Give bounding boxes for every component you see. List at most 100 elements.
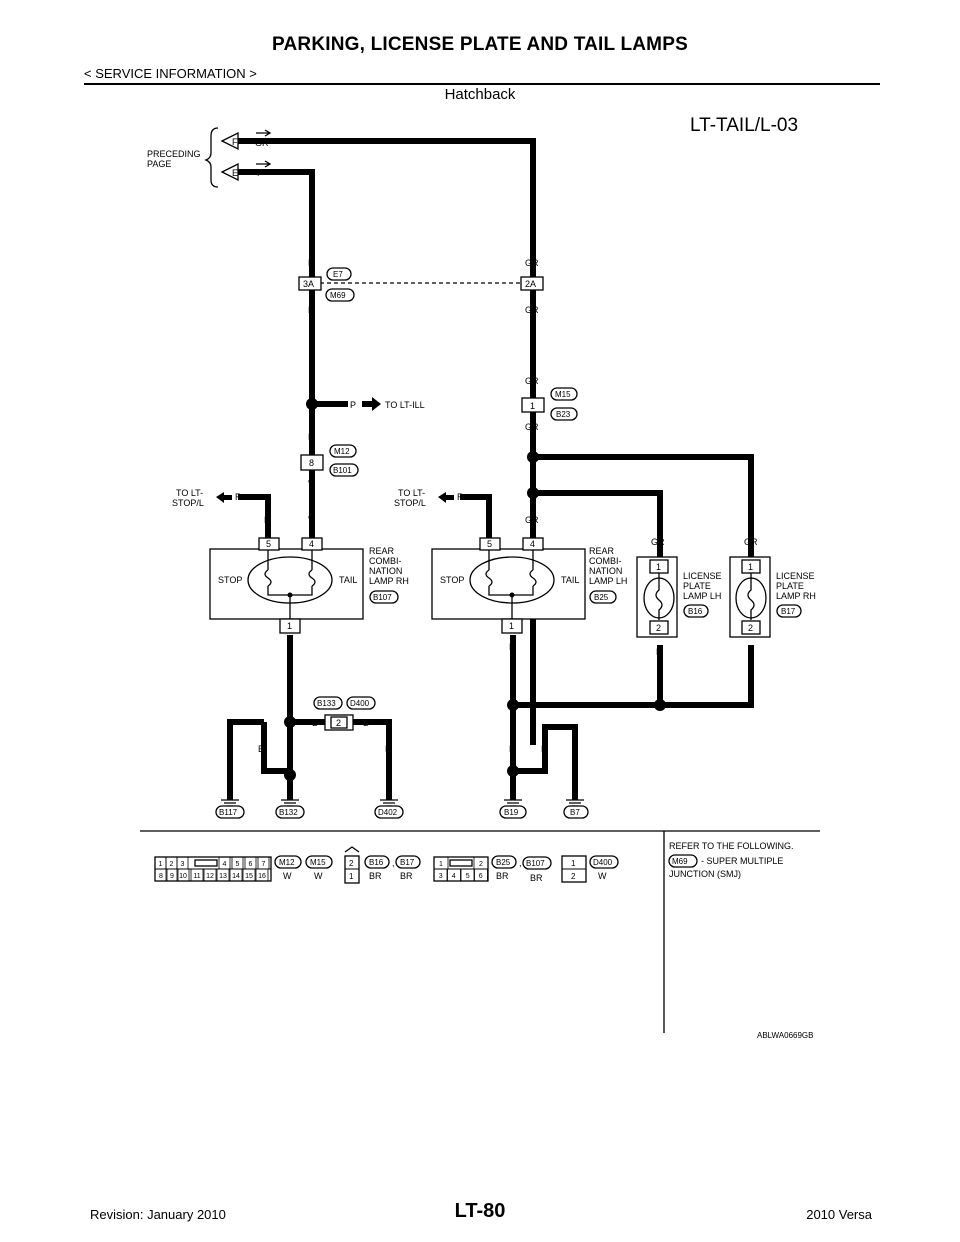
svg-text:GR: GR <box>651 537 665 547</box>
pin-cell <box>190 868 204 882</box>
svg-text:B25: B25 <box>496 858 511 867</box>
svg-text:B16: B16 <box>688 607 703 616</box>
rear-combination-lamp-lh: 5 4 1 STOP TAIL REAR COMBI- NATION LAMP … <box>431 537 627 652</box>
svg-text:B23: B23 <box>556 410 571 419</box>
bracket-shape <box>204 127 219 188</box>
connector-e-label: E <box>232 168 238 178</box>
pin-cell <box>229 868 243 882</box>
ground-symbols: B117 B132 D402 B19 B7 <box>215 799 589 819</box>
svg-text:B107: B107 <box>373 593 392 602</box>
svg-text:LICENSE: LICENSE <box>683 571 722 581</box>
svg-text:TAIL: TAIL <box>561 575 579 585</box>
svg-text:B: B <box>509 642 515 652</box>
figure-code: ABLWA0669GB <box>757 1031 813 1040</box>
pin-number: 6 <box>249 861 253 868</box>
svg-text:PLATE: PLATE <box>776 581 804 591</box>
preceding-page-link: PRECEDING PAGE F E GR P <box>147 127 272 188</box>
page-number: LT-80 <box>454 1200 506 1222</box>
ground-wire-labels: B B B B B B B <box>227 744 578 754</box>
to-lt-ill-link: P TO LT-ILL <box>312 397 425 411</box>
svg-text:B: B <box>748 647 754 657</box>
svg-text:NATION: NATION <box>369 566 402 576</box>
svg-text:LAMP RH: LAMP RH <box>369 576 409 586</box>
svg-text:B: B <box>287 744 293 754</box>
svg-text:1: 1 <box>530 401 535 411</box>
preceding-page-label-2: PAGE <box>147 159 171 169</box>
to-lt-ill-label: TO LT-ILL <box>385 400 425 410</box>
svg-text:PLATE: PLATE <box>683 581 711 591</box>
svg-text:B: B <box>312 718 318 728</box>
pin-number: 3 <box>181 861 185 868</box>
pin-number: 6 <box>479 873 483 880</box>
ground-b19: B19 <box>504 808 519 817</box>
pin-3a-label: 3A <box>303 279 314 289</box>
pin-number: 14 <box>232 873 240 880</box>
pin-cell <box>255 868 269 882</box>
svg-text:B: B <box>509 744 515 754</box>
pin-number: 7 <box>262 861 266 868</box>
svg-text:LAMP LH: LAMP LH <box>589 576 627 586</box>
pin-number: 2 <box>479 861 483 868</box>
pin-3a <box>298 276 322 291</box>
pin-number: 13 <box>219 873 227 880</box>
svg-text:B17: B17 <box>400 858 415 867</box>
svg-text:B: B <box>385 744 391 754</box>
svg-text:STOP/L: STOP/L <box>394 498 426 508</box>
svg-text:B107: B107 <box>526 859 545 868</box>
pin-number: 3 <box>439 873 443 880</box>
pin-number: 12 <box>206 873 214 880</box>
pin-number: 4 <box>223 861 227 868</box>
svg-text:B: B <box>227 744 233 754</box>
svg-text:2: 2 <box>336 718 341 728</box>
variant-label: Hatchback <box>444 86 516 103</box>
svg-text:B: B <box>656 647 662 657</box>
svg-text:D400: D400 <box>593 858 613 867</box>
svg-text:M69: M69 <box>672 857 688 866</box>
page-title: PARKING, LICENSE PLATE AND TAIL LAMPS <box>272 34 688 55</box>
pin-8 <box>300 454 324 471</box>
svg-text:R: R <box>264 515 271 525</box>
svg-text:REAR: REAR <box>589 546 615 556</box>
preceding-page-label-1: PRECEDING <box>147 149 201 159</box>
pin-cell <box>446 868 461 882</box>
connector-b133-d400: B133 D400 2 B B <box>312 696 376 731</box>
license-plate-lamp-lh: GR 1 2 LICENSE PLATE LAMP LH B16 B <box>636 537 722 657</box>
svg-text:2: 2 <box>349 859 354 868</box>
svg-text:2: 2 <box>748 623 753 633</box>
svg-text:TO LT-: TO LT- <box>176 488 203 498</box>
svg-text:4: 4 <box>530 539 535 549</box>
ground-b117: B117 <box>219 808 238 817</box>
svg-text:B25: B25 <box>594 593 609 602</box>
svg-text:- SUPER MULTIPLE: - SUPER MULTIPLE <box>701 856 783 866</box>
header-rule <box>84 83 880 85</box>
connector-e7-badge <box>326 267 352 281</box>
to-lt-stop-lh-link: TO LT- STOP/L R R GR <box>394 488 539 525</box>
svg-text:STOP: STOP <box>440 575 464 585</box>
svg-text:M12: M12 <box>279 858 295 867</box>
svg-text:TO LT-: TO LT- <box>398 488 425 498</box>
svg-text:M15: M15 <box>555 390 571 399</box>
revision-label: Revision: January 2010 <box>90 1207 226 1222</box>
arrow-left-icon <box>438 492 454 503</box>
pin-cell <box>176 868 190 882</box>
svg-text:REAR: REAR <box>369 546 395 556</box>
ground-b132: B132 <box>279 808 298 817</box>
svg-text:B: B <box>258 744 264 754</box>
svg-text:2: 2 <box>656 623 661 633</box>
svg-text:V: V <box>308 479 314 489</box>
pin-cell <box>433 868 448 882</box>
svg-text:GR: GR <box>744 537 758 547</box>
pin-2a <box>520 276 544 291</box>
svg-text:2: 2 <box>571 872 576 881</box>
svg-text:D400: D400 <box>350 699 370 708</box>
svg-text:V: V <box>308 515 314 525</box>
svg-text:B101: B101 <box>333 466 352 475</box>
svg-text:1: 1 <box>509 621 514 631</box>
pin-number: 10 <box>179 873 187 880</box>
svg-text:BR: BR <box>496 871 509 881</box>
svg-text:GR: GR <box>525 515 539 525</box>
svg-text:BR: BR <box>530 873 543 883</box>
svg-text:GR: GR <box>525 376 539 386</box>
svg-text:STOP/L: STOP/L <box>172 498 204 508</box>
